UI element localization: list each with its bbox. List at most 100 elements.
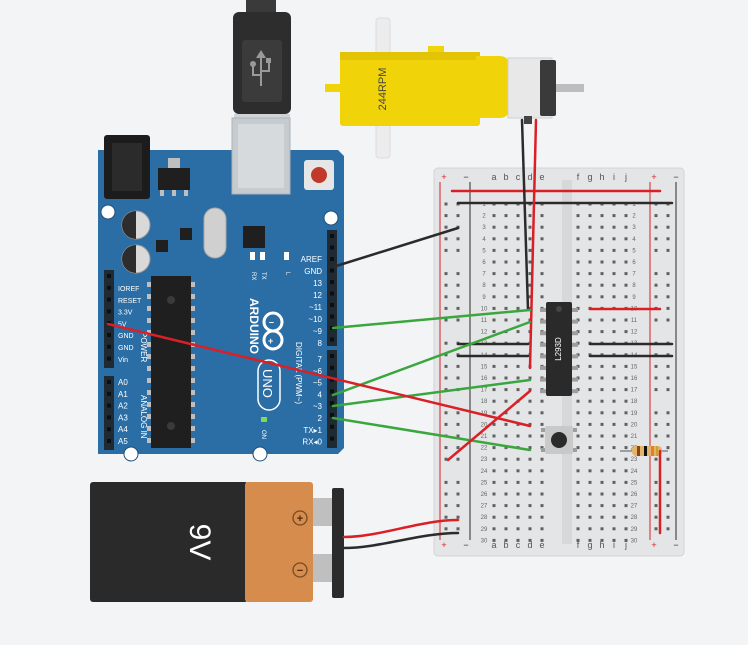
bb-rail-hole[interactable]	[654, 295, 658, 299]
bb-hole[interactable]	[516, 434, 520, 438]
bb-hole[interactable]	[492, 434, 496, 438]
bb-hole[interactable]	[516, 480, 520, 484]
bb-hole[interactable]	[528, 480, 532, 484]
bb-hole[interactable]	[624, 272, 628, 276]
bb-hole[interactable]	[516, 272, 520, 276]
header-pin[interactable]	[330, 245, 334, 250]
bb-hole[interactable]	[600, 422, 604, 426]
bb-hole[interactable]	[504, 504, 508, 508]
bb-hole[interactable]	[576, 272, 580, 276]
bb-hole[interactable]	[600, 283, 604, 287]
bb-hole[interactable]	[576, 295, 580, 299]
header-pin[interactable]	[107, 439, 111, 443]
bb-rail-hole[interactable]	[456, 480, 460, 484]
wire-motor-red[interactable]	[528, 118, 538, 370]
bb-hole[interactable]	[528, 388, 532, 392]
push-button[interactable]	[541, 426, 577, 454]
bb-hole[interactable]	[588, 504, 592, 508]
bb-hole[interactable]	[492, 306, 496, 310]
bb-hole[interactable]	[612, 330, 616, 334]
bb-hole[interactable]	[612, 364, 616, 368]
bb-hole[interactable]	[624, 446, 628, 450]
bb-rail-hole[interactable]	[444, 388, 448, 392]
bb-rail-hole[interactable]	[666, 283, 670, 287]
bb-rail-hole[interactable]	[444, 480, 448, 484]
bb-rail-hole[interactable]	[456, 295, 460, 299]
bb-hole[interactable]	[600, 364, 604, 368]
bb-hole[interactable]	[516, 388, 520, 392]
bb-hole[interactable]	[624, 538, 628, 542]
header-pin[interactable]	[107, 415, 111, 420]
bb-rail-hole[interactable]	[456, 237, 460, 241]
bb-rail-hole[interactable]	[654, 492, 658, 496]
bb-rail-hole[interactable]	[654, 283, 658, 287]
bb-rail-hole[interactable]	[654, 504, 658, 508]
bb-rail-hole[interactable]	[444, 515, 448, 519]
bb-hole[interactable]	[504, 260, 508, 264]
bb-hole[interactable]	[624, 318, 628, 322]
bb-hole[interactable]	[600, 399, 604, 403]
bb-rail-hole[interactable]	[456, 457, 460, 461]
wire-arduino-gnd[interactable]	[331, 226, 460, 269]
bb-hole[interactable]	[504, 492, 508, 496]
bb-hole[interactable]	[492, 214, 496, 218]
bb-hole[interactable]	[492, 283, 496, 287]
bb-hole[interactable]	[540, 538, 544, 542]
bb-rail-hole[interactable]	[444, 214, 448, 218]
bb-rail-hole[interactable]	[456, 446, 460, 450]
bb-hole[interactable]	[540, 504, 544, 508]
bb-hole[interactable]	[624, 457, 628, 461]
bb-hole[interactable]	[588, 225, 592, 229]
bb-hole[interactable]	[588, 434, 592, 438]
bb-hole[interactable]	[516, 237, 520, 241]
bb-hole[interactable]	[612, 527, 616, 531]
bb-hole[interactable]	[528, 306, 532, 310]
bb-hole[interactable]	[576, 283, 580, 287]
bb-rail-hole[interactable]	[444, 504, 448, 508]
bb-hole[interactable]	[612, 237, 616, 241]
bb-rail-hole[interactable]	[666, 376, 670, 380]
bb-hole[interactable]	[624, 422, 628, 426]
wire-battery-red[interactable]	[342, 518, 460, 539]
bb-hole[interactable]	[492, 399, 496, 403]
bb-hole[interactable]	[588, 214, 592, 218]
bb-hole[interactable]	[588, 364, 592, 368]
header-pin[interactable]	[107, 309, 111, 314]
bb-hole[interactable]	[600, 237, 604, 241]
bb-hole[interactable]	[540, 492, 544, 496]
bb-rail-hole[interactable]	[444, 318, 448, 322]
bb-rail-hole[interactable]	[654, 411, 658, 415]
wire-pin9[interactable]	[331, 308, 532, 330]
header-pin[interactable]	[107, 344, 111, 349]
header-pin[interactable]	[330, 234, 334, 238]
bb-hole[interactable]	[492, 492, 496, 496]
bb-rail-hole[interactable]	[666, 364, 670, 368]
bb-hole[interactable]	[528, 504, 532, 508]
bb-hole[interactable]	[528, 283, 532, 287]
header-pin[interactable]	[330, 314, 334, 319]
bb-rail-hole[interactable]	[456, 434, 460, 438]
bb-hole[interactable]	[492, 388, 496, 392]
bb-hole[interactable]	[612, 492, 616, 496]
bb-hole[interactable]	[612, 515, 616, 519]
bb-rail-hole[interactable]	[666, 411, 670, 415]
bb-hole[interactable]	[492, 480, 496, 484]
bb-hole[interactable]	[504, 538, 508, 542]
bb-hole[interactable]	[540, 214, 544, 218]
bb-hole[interactable]	[576, 260, 580, 264]
bb-hole[interactable]	[588, 538, 592, 542]
bb-hole[interactable]	[588, 411, 592, 415]
bb-hole[interactable]	[576, 237, 580, 241]
bb-rail-hole[interactable]	[456, 492, 460, 496]
bb-hole[interactable]	[540, 225, 544, 229]
bb-hole[interactable]	[492, 422, 496, 426]
bb-hole[interactable]	[612, 434, 616, 438]
bb-rail-hole[interactable]	[666, 295, 670, 299]
bb-hole[interactable]	[576, 515, 580, 519]
bb-hole[interactable]	[612, 504, 616, 508]
bb-rail-hole[interactable]	[666, 446, 670, 450]
usb-cable[interactable]	[233, 0, 291, 126]
bb-hole[interactable]	[540, 527, 544, 531]
bb-hole[interactable]	[528, 248, 532, 252]
bb-rail-hole[interactable]	[444, 225, 448, 229]
